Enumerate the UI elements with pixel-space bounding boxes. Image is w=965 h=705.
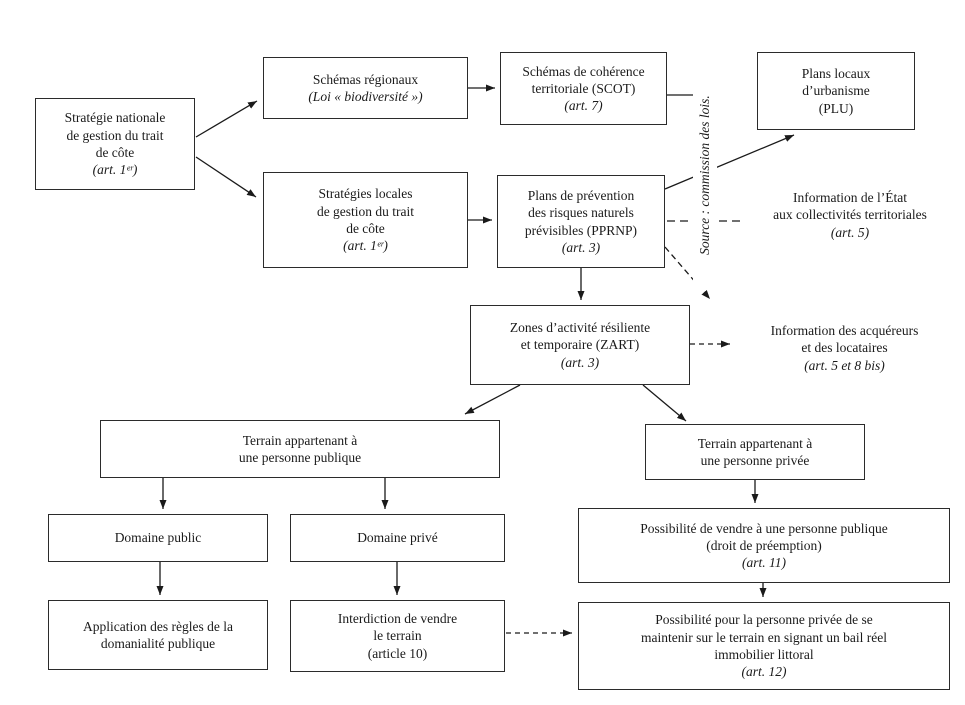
node-domaine-public: Domaine public xyxy=(48,514,268,562)
arrow-nationale-to-schemas xyxy=(195,100,258,138)
arrow-pprnp-to-plu xyxy=(664,134,795,190)
node-domaine-prive: Domaine privé xyxy=(290,514,505,562)
dashed-arrow-pprnp-to-info-acquereurs xyxy=(664,246,711,300)
source-credit: Source : commission des lois. xyxy=(693,60,717,290)
arrow-zart-to-terrain-public xyxy=(464,384,521,415)
node-bail-reel: Possibilité pour la personne privée de s… xyxy=(578,602,950,690)
arrow-zart-to-terrain-prive xyxy=(642,384,687,422)
node-possibilite-vendre: Possibilité de vendre à une personne pub… xyxy=(578,508,950,583)
node-schemas-regionaux: Schémas régionaux(Loi « biodiversité ») xyxy=(263,57,468,119)
arrow-nationale-to-locales xyxy=(195,156,257,198)
